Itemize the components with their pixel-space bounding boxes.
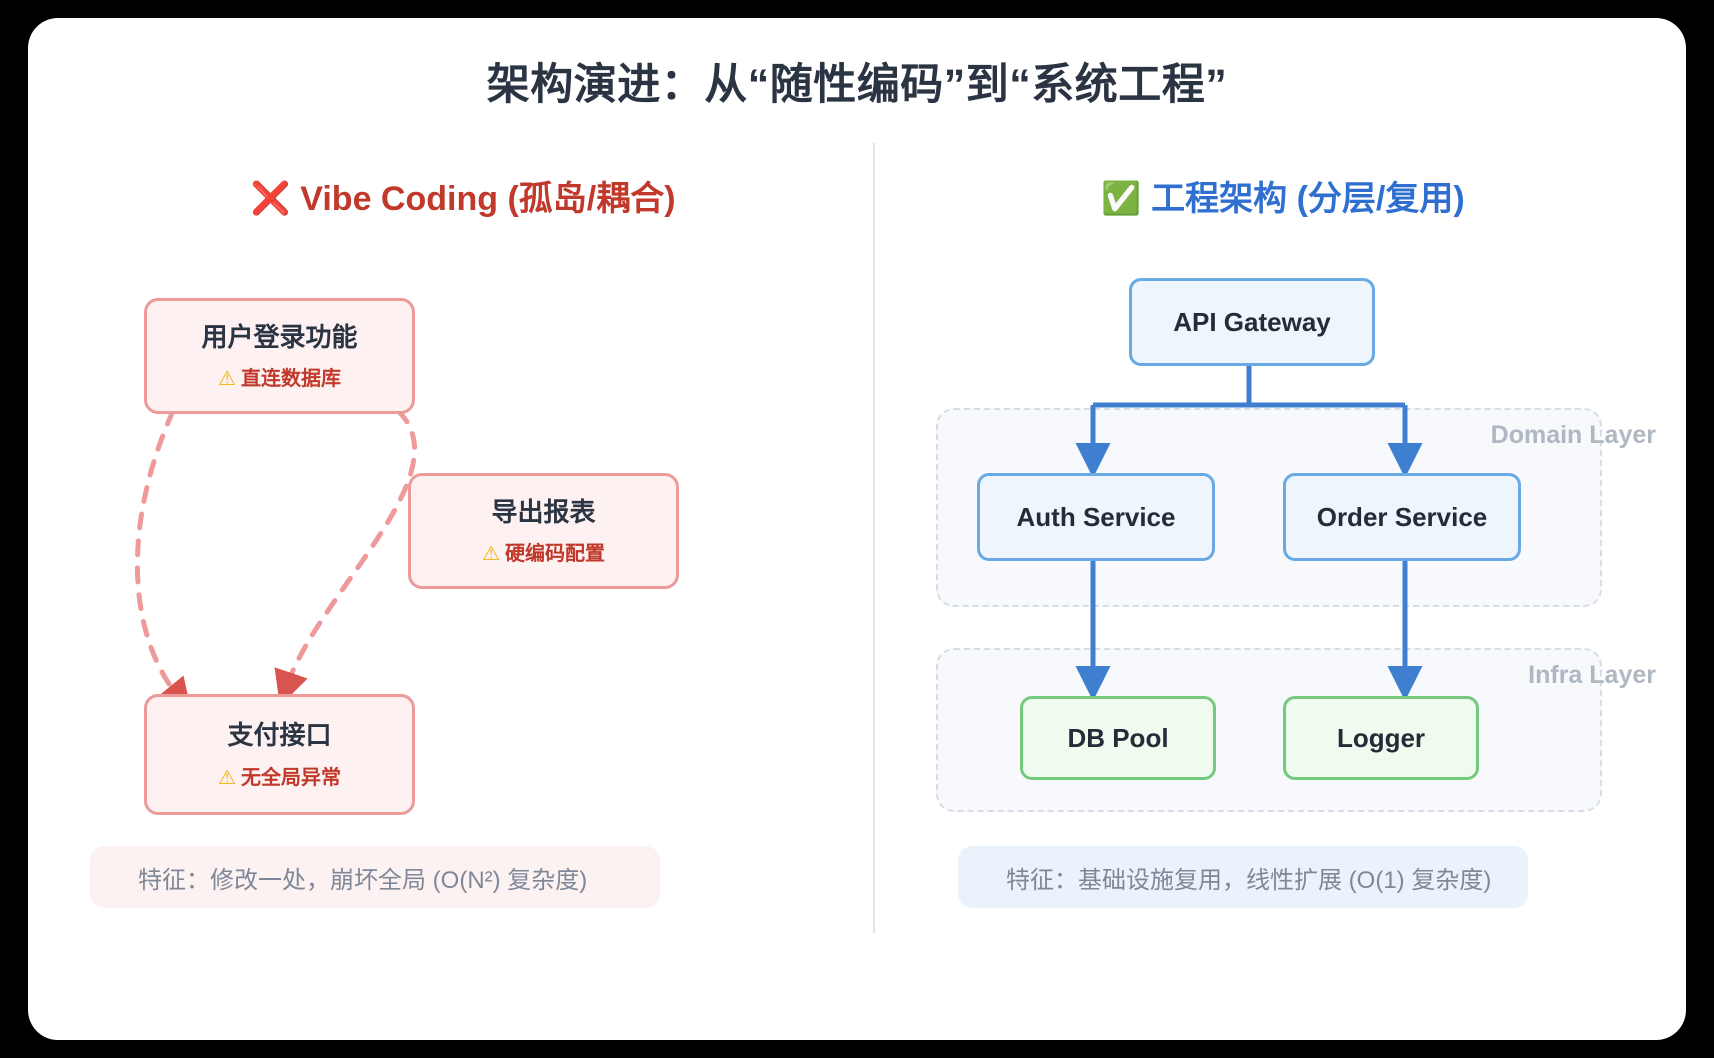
- domain-layer-label: Domain Layer: [1490, 421, 1656, 449]
- warning-icon: ⚠: [218, 368, 236, 391]
- cross-mark-icon: ❌: [250, 180, 291, 216]
- vibe-box-login-title: 用户登录功能: [201, 321, 358, 352]
- page-title: 架构演进：从“随性编码”到“系统工程”: [486, 61, 1228, 109]
- infra-layer-label: Infra Layer: [1528, 661, 1656, 689]
- right-panel-heading: ✅工程架构 (分层/复用): [888, 171, 1678, 220]
- check-mark-icon: ✅: [1101, 180, 1142, 216]
- vibe-box-login-warning-label: 直连数据库: [240, 368, 341, 391]
- vibe-box-payment-warning: ⚠无全局异常: [218, 761, 341, 790]
- warning-icon: ⚠: [218, 766, 236, 789]
- node-logger[interactable]: Logger: [1283, 696, 1479, 780]
- panel-divider: [873, 143, 875, 933]
- left-panel-heading: ❌Vibe Coding (孤岛/耦合): [68, 171, 858, 220]
- vibe-box-payment-title: 支付接口: [227, 720, 332, 751]
- node-order-service[interactable]: Order Service: [1283, 473, 1521, 561]
- node-api-gateway[interactable]: API Gateway: [1129, 278, 1375, 366]
- vibe-box-report-warning-label: 硬编码配置: [504, 543, 605, 566]
- panel-engineering-architecture: ✅工程架构 (分层/复用) Domain Layer Infra Layer: [888, 143, 1678, 943]
- vibe-box-login-warning: ⚠直连数据库: [218, 362, 341, 391]
- vibe-box-payment[interactable]: 支付接口 ⚠无全局异常: [144, 694, 415, 815]
- left-footer-note: 特征：修改一处，崩坏全局 (O(N²) 复杂度): [90, 846, 660, 908]
- vibe-box-login[interactable]: 用户登录功能 ⚠直连数据库: [144, 298, 415, 414]
- vibe-box-payment-warning-label: 无全局异常: [240, 766, 341, 789]
- vibe-box-report-warning: ⚠硬编码配置: [482, 537, 605, 566]
- right-footer-note: 特征：基础设施复用，线性扩展 (O(1) 复杂度): [958, 846, 1528, 908]
- left-panel-heading-label: Vibe Coding (孤岛/耦合): [300, 180, 676, 218]
- warning-icon: ⚠: [482, 543, 500, 566]
- node-auth-service[interactable]: Auth Service: [977, 473, 1215, 561]
- panel-vibe-coding: ❌Vibe Coding (孤岛/耦合) 用户登录功能 ⚠直连数据库 导出报表 …: [68, 143, 858, 943]
- vibe-box-report[interactable]: 导出报表 ⚠硬编码配置: [408, 473, 679, 589]
- right-panel-heading-label: 工程架构 (分层/复用): [1151, 180, 1465, 218]
- vibe-box-report-title: 导出报表: [491, 496, 596, 527]
- slide-card: 架构演进：从“随性编码”到“系统工程” ❌Vibe Coding (孤岛/耦合)…: [28, 18, 1686, 1040]
- node-db-pool[interactable]: DB Pool: [1020, 696, 1216, 780]
